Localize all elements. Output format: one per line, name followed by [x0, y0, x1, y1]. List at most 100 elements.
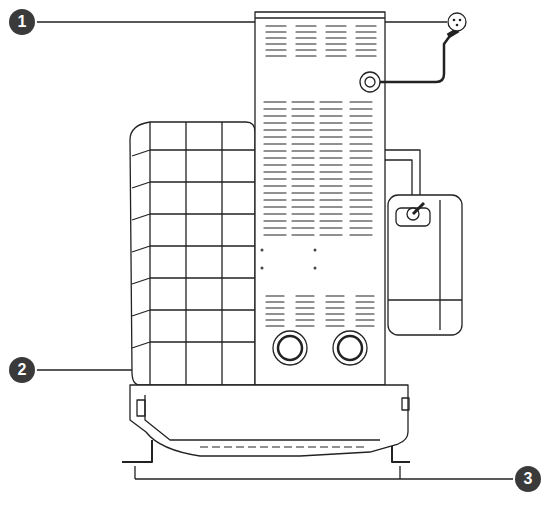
tank-rib [186, 122, 222, 385]
foot [392, 446, 410, 462]
vent-slot [350, 220, 372, 221]
tank-rib [132, 278, 150, 284]
vent-slot [264, 101, 286, 102]
vent-slot [356, 301, 374, 302]
vent-slot [350, 171, 372, 172]
vent-slot [320, 227, 342, 228]
vent-slot [320, 122, 342, 123]
power-plug [448, 13, 466, 31]
base [130, 385, 408, 456]
vent-slot [356, 37, 376, 38]
base-vent [344, 447, 352, 448]
vent-slot [350, 227, 372, 228]
base-vent [356, 447, 364, 448]
fuel-tank [130, 122, 255, 385]
vent-slot [296, 49, 316, 50]
vent-slot [292, 206, 314, 207]
vent-slot [292, 227, 314, 228]
base-vent [296, 447, 304, 448]
vent-slot [326, 55, 346, 56]
vent-slot [350, 157, 372, 158]
vent-slot [320, 185, 342, 186]
vent-slot [296, 301, 314, 302]
vent-slot [264, 171, 286, 172]
vent-slot [326, 25, 346, 26]
vent-slot [292, 143, 314, 144]
base-vent [224, 447, 232, 448]
vent-slot [292, 199, 314, 200]
vent-slot [320, 129, 342, 130]
vent-slot [296, 319, 314, 320]
bottle-cap [396, 208, 430, 226]
vent-slot [326, 43, 346, 44]
vent-slot [350, 192, 372, 193]
vent-slot [292, 150, 314, 151]
base-vent [272, 447, 280, 448]
base-vents [200, 447, 364, 448]
vent-slot [264, 157, 286, 158]
vent-slot [264, 136, 286, 137]
vent-slot [266, 49, 286, 50]
tank-edge [149, 122, 150, 385]
callout-number: 1 [9, 9, 35, 35]
vent-slot [356, 319, 374, 320]
vent-slot [264, 185, 286, 186]
tank-ribs [132, 150, 255, 348]
vent-slot [292, 129, 314, 130]
control-knob [338, 336, 362, 360]
vent-slot [356, 25, 376, 26]
vent-slot [292, 122, 314, 123]
vent-slot [326, 49, 346, 50]
vent-slot [326, 295, 344, 296]
tank-rib [150, 149, 255, 150]
base-vent [332, 447, 340, 448]
vent-slot [264, 213, 286, 214]
tank-rib [150, 341, 255, 342]
vent-slot [296, 43, 316, 44]
base-panel [145, 395, 380, 440]
vent-slot [296, 295, 314, 296]
base-vent [308, 447, 316, 448]
vent-slot [350, 115, 372, 116]
water-bottle [388, 195, 462, 335]
vent-slot [320, 150, 342, 151]
base-latch [137, 400, 145, 416]
vent-slot [320, 178, 342, 179]
vent-slot [320, 143, 342, 144]
vent-slot [264, 108, 286, 109]
vent-slot [326, 307, 344, 308]
vent-slot [292, 178, 314, 179]
vent-slot [264, 192, 286, 193]
vent-slots [264, 26, 376, 326]
vent-slot [296, 31, 316, 32]
vent-slot [350, 136, 372, 137]
vent-slot [320, 101, 342, 102]
vent-slot [264, 122, 286, 123]
vent-slot [296, 313, 314, 314]
housing [255, 12, 385, 385]
base-vent [212, 447, 220, 448]
vent-slot [350, 150, 372, 151]
vent-slot [296, 37, 316, 38]
base-vent [200, 447, 208, 448]
vent-slot [320, 164, 342, 165]
vent-slot [266, 301, 284, 302]
vent-slot [320, 199, 342, 200]
vent-slot [320, 115, 342, 116]
housing-edge [255, 17, 385, 18]
cord-grommet [360, 72, 380, 92]
vent-slot [350, 185, 372, 186]
vent-slot [292, 185, 314, 186]
vent-slot [266, 307, 284, 308]
base-vent [260, 447, 268, 448]
vent-slot [266, 325, 284, 326]
vent-slot [320, 220, 342, 221]
base-latch [402, 398, 409, 410]
leader-line [134, 466, 135, 479]
vent-slot [326, 37, 346, 38]
tank-rib [132, 182, 150, 188]
tank-rib [150, 245, 255, 246]
vent-slot [296, 325, 314, 326]
